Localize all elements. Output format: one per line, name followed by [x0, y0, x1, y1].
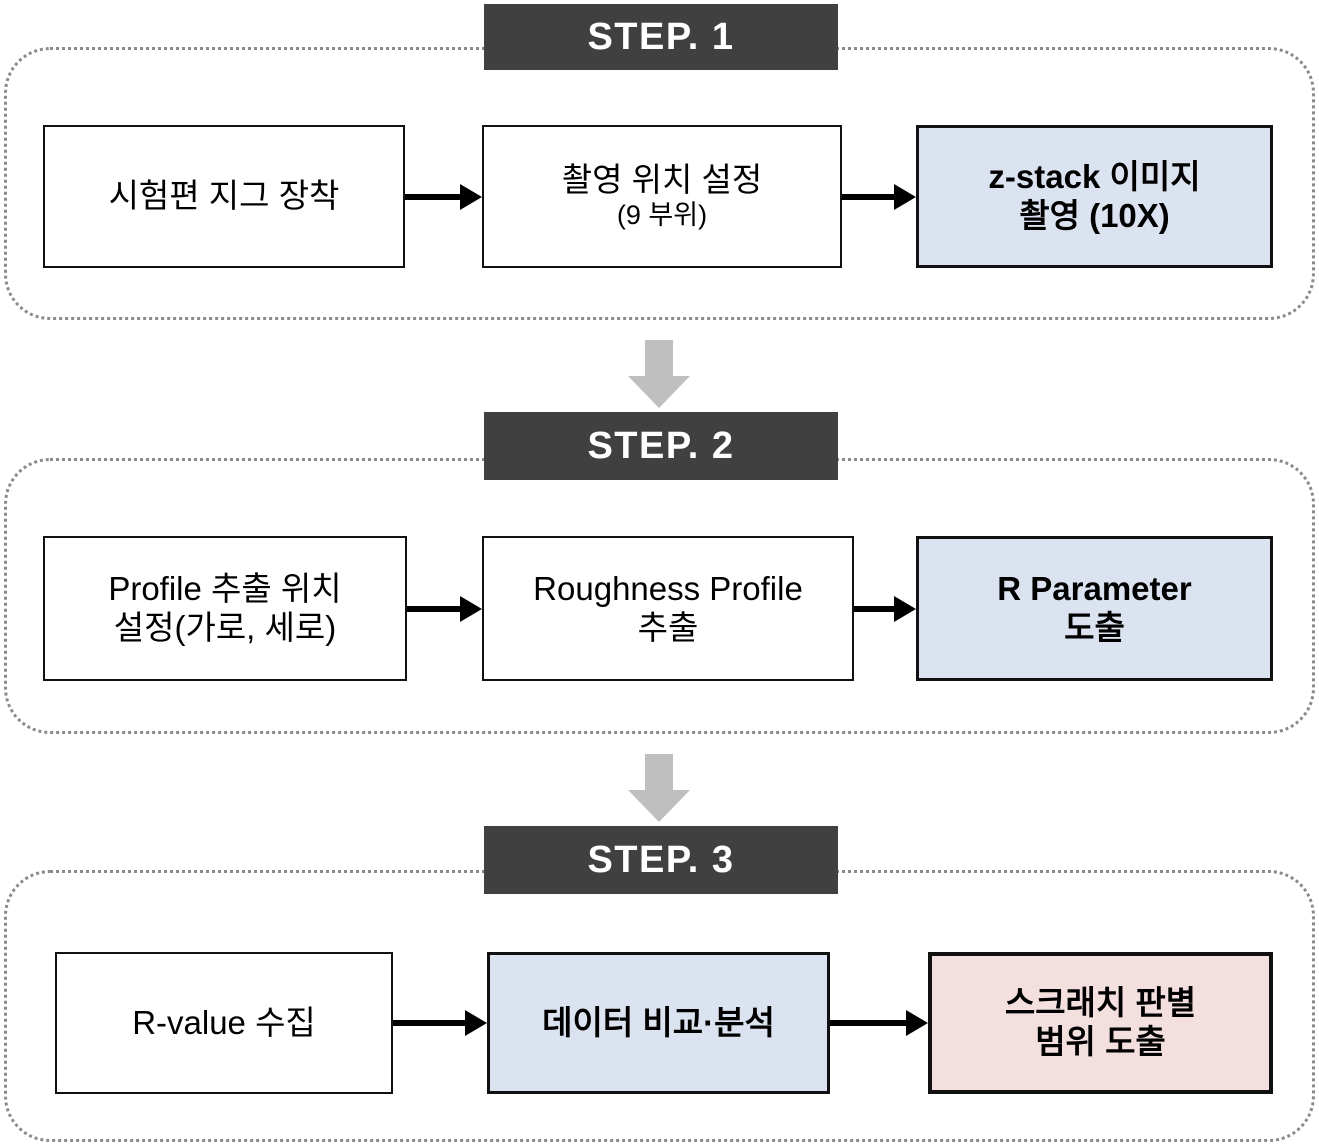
step1-box-3-line1: z-stack 이미지	[988, 157, 1201, 195]
step1-box-2: 촬영 위치 설정 (9 부위)	[482, 125, 842, 268]
arrow-shaft	[842, 194, 894, 200]
arrow-right-icon	[854, 596, 916, 622]
arrow-tip	[628, 790, 690, 822]
step2-box-1: Profile 추출 위치 설정(가로, 세로)	[43, 536, 407, 681]
step2-box-2-line2: 추출	[637, 608, 699, 646]
step2-box-1-line2: 설정(가로, 세로)	[113, 608, 337, 646]
step-header-3: STEP. 3	[484, 826, 838, 894]
step1-box-2-line2: (9 부위)	[616, 200, 708, 231]
step1-box-1: 시험편 지그 장착	[43, 125, 405, 268]
step3-box-1-line1: R-value 수집	[132, 1003, 316, 1041]
step3-box-3-line2: 범위 도출	[1035, 1023, 1166, 1060]
step2-box-1-line1: Profile 추출 위치	[108, 569, 342, 607]
step1-box-1-line1: 시험편 지그 장착	[108, 177, 340, 215]
step2-box-2-line1: Roughness Profile	[533, 569, 803, 607]
arrow-head	[460, 184, 482, 210]
arrow-tip	[628, 376, 690, 408]
step3-box-2-line1: 데이터 비교·분석	[542, 1003, 775, 1041]
arrow-head	[460, 596, 482, 622]
arrow-down-block-icon	[628, 754, 690, 822]
arrow-shaft	[830, 1020, 906, 1026]
arrow-shaft	[407, 606, 460, 612]
step3-box-3-line1: 스크래치 판별	[1004, 984, 1197, 1022]
arrow-head	[906, 1010, 928, 1036]
arrow-right-icon	[830, 1010, 928, 1036]
step3-box-1: R-value 수집	[55, 952, 393, 1094]
step2-box-3: R Parameter 도출	[916, 536, 1273, 681]
arrow-right-icon	[842, 184, 916, 210]
step1-box-3: z-stack 이미지 촬영 (10X)	[916, 125, 1273, 268]
arrow-down-block-icon	[628, 340, 690, 408]
step2-box-2: Roughness Profile 추출	[482, 536, 854, 681]
arrow-stem	[645, 754, 673, 792]
step3-box-3: 스크래치 판별 범위 도출	[928, 952, 1273, 1094]
step-header-2: STEP. 2	[484, 412, 838, 480]
step3-box-2: 데이터 비교·분석	[487, 952, 830, 1094]
arrow-head	[465, 1010, 487, 1036]
step-header-1: STEP. 1	[484, 4, 838, 70]
step1-box-3-line2: 촬영 (10X)	[1019, 196, 1170, 234]
arrow-head	[894, 596, 916, 622]
step2-box-3-line1: R Parameter	[997, 569, 1192, 607]
arrow-stem	[645, 340, 673, 378]
arrow-shaft	[393, 1020, 465, 1026]
step2-box-3-line2: 도출	[1064, 608, 1125, 646]
arrow-head	[894, 184, 916, 210]
step1-box-2-line1: 촬영 위치 설정	[561, 161, 763, 199]
arrow-right-icon	[405, 184, 482, 210]
arrow-right-icon	[407, 596, 482, 622]
arrow-right-icon	[393, 1010, 487, 1036]
arrow-shaft	[854, 606, 894, 612]
arrow-shaft	[405, 194, 460, 200]
